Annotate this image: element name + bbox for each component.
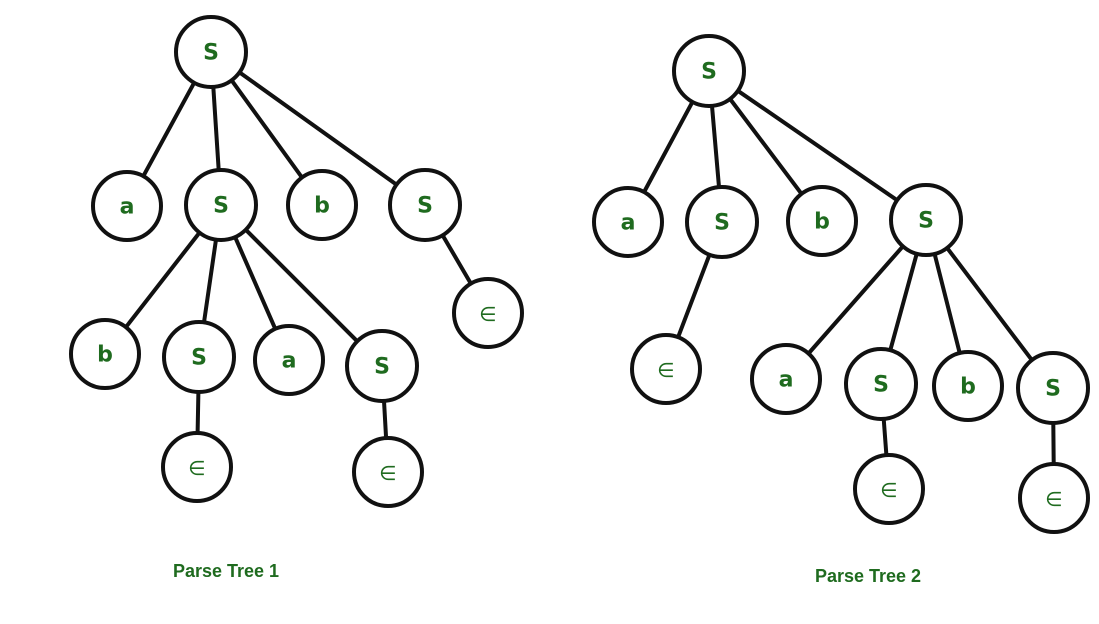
- tree-node: S: [889, 183, 963, 257]
- node-label: ∈: [479, 302, 496, 326]
- tree-edge: [945, 245, 1034, 363]
- tree-edge: [123, 230, 202, 330]
- tree-node: a: [592, 186, 664, 258]
- tree-edge: [211, 84, 221, 173]
- node-label: a: [621, 211, 636, 236]
- tree-edge: [642, 99, 695, 194]
- tree-edge: [233, 235, 278, 331]
- node-label: ∈: [657, 358, 674, 382]
- node-circle: [1018, 462, 1090, 534]
- node-circle: [672, 34, 746, 108]
- node-label: b: [814, 210, 830, 235]
- node-circle: [253, 324, 325, 396]
- node-circle: [1016, 351, 1090, 425]
- node-circle: [184, 168, 258, 242]
- node-label: S: [191, 346, 207, 371]
- node-label: S: [374, 355, 390, 380]
- tree-edge: [728, 97, 804, 196]
- tree-edge: [195, 390, 201, 435]
- node-circle: [630, 333, 702, 405]
- node-circle: [592, 186, 664, 258]
- node-circle: [161, 431, 233, 503]
- tree-node: S: [174, 15, 248, 89]
- node-label: ∈: [188, 456, 205, 480]
- tree-edge: [735, 88, 900, 203]
- tree-edge: [202, 237, 218, 325]
- tree-node: S: [184, 168, 258, 242]
- node-circle: [786, 185, 858, 257]
- node-label: a: [120, 195, 135, 220]
- tree-node: a: [750, 343, 822, 415]
- node-label: ∈: [880, 478, 897, 502]
- node-circle: [853, 453, 925, 525]
- tree-edge: [710, 103, 721, 190]
- parse-tree-2-caption: Parse Tree 2: [815, 566, 921, 586]
- node-label: b: [97, 343, 113, 368]
- node-circle: [750, 343, 822, 415]
- node-circle: [174, 15, 248, 89]
- node-circle: [69, 318, 141, 390]
- tree-edge: [237, 70, 399, 187]
- tree-edge: [229, 78, 304, 180]
- tree-node: S: [162, 320, 236, 394]
- node-label: a: [282, 349, 297, 374]
- tree-node: S: [672, 34, 746, 108]
- tree-node: ∈: [853, 453, 925, 525]
- tree-node: b: [786, 185, 858, 257]
- node-label: S: [1045, 377, 1061, 402]
- tree-node: ∈: [352, 436, 424, 508]
- tree-node: ∈: [452, 277, 524, 349]
- node-label: S: [918, 209, 934, 234]
- tree-edge: [932, 251, 962, 355]
- tree-node: a: [253, 324, 325, 396]
- node-label: S: [873, 373, 889, 398]
- tree-node: ∈: [161, 431, 233, 503]
- node-circle: [345, 329, 419, 403]
- node-circle: [932, 350, 1004, 422]
- tree-edge: [888, 251, 919, 353]
- tree-edge: [881, 416, 889, 458]
- tree-edge: [141, 80, 197, 179]
- node-circle: [889, 183, 963, 257]
- node-circle: [844, 347, 918, 421]
- tree-edge: [806, 244, 905, 356]
- node-circle: [91, 170, 163, 242]
- tree-node: ∈: [1018, 462, 1090, 534]
- node-circle: [352, 436, 424, 508]
- tree-node: S: [345, 329, 419, 403]
- edges-layer: [123, 70, 1056, 466]
- node-circle: [286, 169, 358, 241]
- tree-node: b: [69, 318, 141, 390]
- tree-node: S: [1016, 351, 1090, 425]
- node-label: S: [701, 60, 717, 85]
- tree-edge: [440, 233, 473, 286]
- tree-node: a: [91, 170, 163, 242]
- tree-edge: [676, 252, 712, 340]
- tree-node: S: [388, 168, 462, 242]
- node-circle: [162, 320, 236, 394]
- tree-edge: [382, 398, 389, 441]
- tree-node: b: [932, 350, 1004, 422]
- tree-edge: [243, 227, 360, 344]
- parse-tree-1-caption: Parse Tree 1: [173, 561, 279, 581]
- node-circle: [685, 185, 759, 259]
- node-label: ∈: [1045, 487, 1062, 511]
- tree-node: S: [685, 185, 759, 259]
- node-label: b: [960, 375, 976, 400]
- node-label: S: [203, 41, 219, 66]
- node-circle: [388, 168, 462, 242]
- tree-node: b: [286, 169, 358, 241]
- node-circle: [452, 277, 524, 349]
- node-label: S: [714, 211, 730, 236]
- node-label: b: [314, 194, 330, 219]
- tree-node: ∈: [630, 333, 702, 405]
- tree-node: S: [844, 347, 918, 421]
- node-label: S: [213, 194, 229, 219]
- node-label: a: [779, 368, 794, 393]
- node-label: S: [417, 194, 433, 219]
- node-label: ∈: [379, 461, 396, 485]
